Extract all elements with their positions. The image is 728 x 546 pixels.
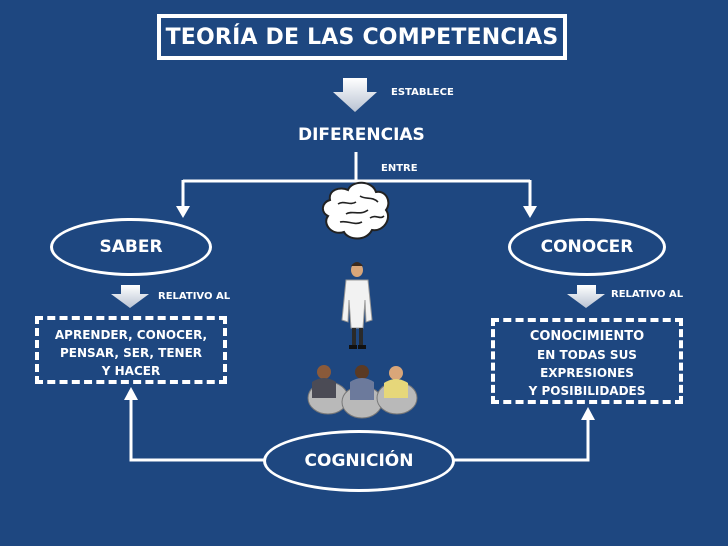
doctor-figure-icon — [341, 262, 373, 349]
box-line: EN TODAS SUS — [537, 348, 637, 362]
down-arrow-icon — [567, 285, 605, 308]
box-line: Y POSIBILIDADES — [528, 384, 646, 398]
diferencias-label: DIFERENCIAS — [298, 125, 425, 145]
page-title: TEORÍA DE LAS COMPETENCIAS — [157, 14, 567, 60]
box-line: APRENDER, CONOCER, — [54, 328, 208, 342]
down-arrow-icon — [333, 78, 377, 112]
cognicion-label: COGNICIÓN — [304, 451, 414, 471]
saber-detail-box: APRENDER, CONOCER, PENSAR, SER, TENER Y … — [35, 316, 227, 384]
conocer-node: CONOCER — [508, 218, 666, 276]
box-line: EXPRESIONES — [540, 366, 634, 380]
relativo-right-label: RELATIVO AL — [611, 289, 684, 300]
conocer-label: CONOCER — [540, 237, 634, 257]
box-line: PENSAR, SER, TENER — [59, 346, 203, 360]
conocer-detail-box: CONOCIMIENTO EN TODAS SUS EXPRESIONES Y … — [491, 318, 683, 404]
entre-label: ENTRE — [381, 163, 418, 174]
seated-people-icon — [307, 365, 418, 419]
relativo-left-label: RELATIVO AL — [158, 291, 231, 302]
brain-icon — [322, 181, 390, 240]
saber-node: SABER — [50, 218, 212, 276]
saber-label: SABER — [99, 237, 163, 257]
establece-label: ESTABLECE — [391, 87, 454, 98]
cognicion-node: COGNICIÓN — [263, 430, 455, 492]
down-arrow-icon — [111, 285, 149, 308]
box-line: Y HACER — [101, 364, 161, 378]
box-line: CONOCIMIENTO — [529, 329, 645, 344]
